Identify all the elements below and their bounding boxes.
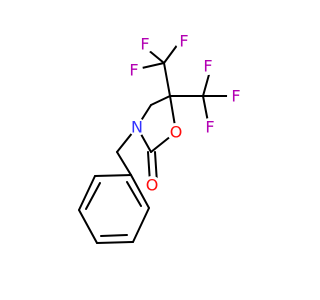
bond-ar4	[78, 209, 98, 244]
atom-f1-label: F	[140, 35, 149, 54]
atom-f5-label: F	[231, 87, 240, 106]
bond-ar6	[94, 174, 132, 177]
bond-cf3a-f2	[163, 43, 179, 64]
atom-o-carbonyl-label: O	[146, 176, 159, 195]
bond-ar-inner-2	[100, 234, 128, 237]
bond-ar-inner-1	[126, 181, 142, 207]
atom-f2: F	[175, 32, 193, 51]
atom-o-carbonyl: O	[143, 176, 161, 195]
atom-n-label: N	[131, 118, 143, 137]
bond-cf3b-f6	[202, 95, 209, 123]
atom-f3: F	[125, 61, 143, 80]
atom-f5: F	[227, 87, 245, 106]
bond-c4-c5	[150, 95, 171, 106]
bond-c5-cf3a	[163, 62, 171, 97]
atom-f1: F	[136, 35, 154, 54]
atom-f6: F	[201, 118, 219, 137]
atom-f6-label: F	[205, 118, 214, 137]
bond-cf3a-f3	[141, 62, 165, 69]
bond-ch2-ring	[116, 151, 132, 176]
atom-f4-label: F	[203, 57, 212, 76]
atom-o-ring: O	[167, 123, 185, 142]
atom-f2-label: F	[179, 32, 188, 51]
atom-n: N	[128, 118, 146, 137]
bond-ar1	[130, 174, 150, 209]
bond-ar2	[132, 207, 150, 243]
molecule-structure: N O O F F F F F F	[78, 31, 245, 244]
bond-ar3	[96, 241, 134, 244]
bond-ar5	[78, 175, 96, 211]
atom-f4: F	[199, 57, 217, 76]
bond-ar-inner-3	[85, 182, 101, 210]
bond-cf3b-f4	[202, 70, 211, 97]
atom-o-ring-label: O	[170, 123, 183, 142]
atom-f3-label: F	[129, 61, 138, 80]
